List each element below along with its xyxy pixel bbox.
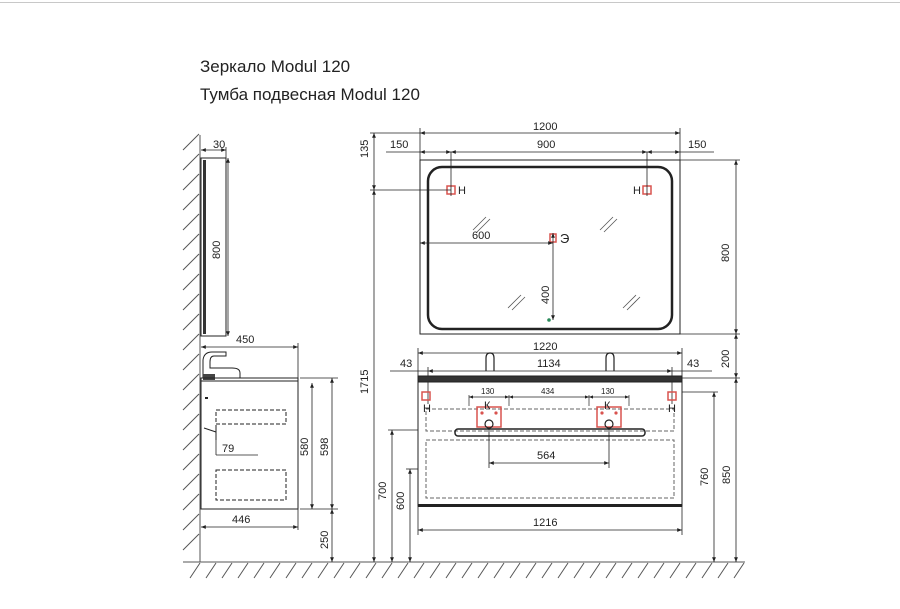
label-front-hole-spacing: 900 bbox=[537, 139, 555, 151]
dim-side-cabinet-depth-bottom bbox=[201, 509, 299, 530]
cabinet-hole-markers bbox=[421, 391, 677, 428]
label-front-pipe-right: 130 bbox=[601, 387, 615, 396]
front-mirror bbox=[419, 159, 681, 335]
label-front-mirror-top: 135 bbox=[359, 140, 371, 158]
label-front-mirror-height: 800 bbox=[720, 244, 732, 262]
label-side-cabinet-depth-top: 450 bbox=[236, 334, 254, 346]
front-faucets bbox=[485, 352, 615, 371]
side-cabinet bbox=[200, 377, 299, 510]
label-front-pipe-mid: 434 bbox=[541, 387, 555, 396]
mirror-sensor-dot bbox=[547, 318, 551, 322]
label-side-cabinet-depth-bottom: 446 bbox=[232, 514, 250, 526]
marker-cabinet-cold-left: К bbox=[484, 400, 491, 412]
marker-cabinet-hot-left: Н bbox=[423, 403, 431, 415]
label-side-drain: 79 bbox=[222, 443, 234, 455]
label-front-electric-x: 600 bbox=[472, 230, 490, 242]
dim-side-mirror-depth bbox=[201, 147, 227, 158]
mirror-hole-crosshairs bbox=[370, 152, 648, 320]
marker-mirror-hot-right: Н bbox=[633, 185, 641, 197]
label-front-hole-left: 150 bbox=[390, 139, 408, 151]
dim-front-right-heights bbox=[682, 377, 740, 562]
dim-front-cabinet-width bbox=[417, 506, 683, 535]
label-front-basin-inner: 1134 bbox=[537, 358, 561, 370]
side-mirror bbox=[200, 157, 227, 337]
marker-mirror-hot-left: Н bbox=[458, 185, 466, 197]
dim-front-mirror-height bbox=[680, 159, 740, 378]
dim-front-basin-inner bbox=[390, 367, 712, 404]
side-faucet bbox=[202, 351, 241, 380]
dim-side-heights bbox=[300, 377, 338, 562]
dim-side-cabinet-depth-top bbox=[201, 343, 299, 380]
marker-cabinet-hot-right: Н bbox=[668, 403, 676, 415]
marker-mirror-electric: Э bbox=[560, 231, 569, 246]
label-front-handle-width: 564 bbox=[537, 450, 555, 462]
label-front-basin-width: 1220 bbox=[533, 341, 557, 353]
front-basin bbox=[417, 375, 683, 383]
label-front-cabinet-width: 1216 bbox=[533, 517, 557, 529]
label-front-height-760: 760 bbox=[699, 468, 711, 486]
dim-side-drain bbox=[215, 432, 258, 456]
label-front-height-850: 850 bbox=[721, 466, 733, 484]
front-cabinet bbox=[417, 381, 683, 507]
top-divider bbox=[0, 2, 900, 3]
marker-cabinet-cold-right: К bbox=[604, 400, 611, 412]
label-front-hole-right: 150 bbox=[688, 139, 706, 151]
label-front-side-left: 43 bbox=[400, 358, 412, 370]
title-mirror: Зеркало Modul 120 bbox=[200, 57, 351, 76]
label-side-mirror-depth: 30 bbox=[213, 139, 225, 151]
dim-front-mirror-top bbox=[370, 132, 420, 190]
dim-front-handle bbox=[488, 428, 610, 468]
label-front-side-right: 43 bbox=[687, 358, 699, 370]
dim-front-pipe-spacing bbox=[468, 395, 630, 406]
label-front-height-700: 700 bbox=[377, 482, 389, 500]
dim-front-left-heights bbox=[372, 190, 418, 562]
title-cabinet: Тумба подвесная Modul 120 bbox=[200, 85, 420, 104]
label-side-mirror-height: 800 bbox=[211, 241, 223, 259]
label-front-mirror-gap: 200 bbox=[720, 350, 732, 368]
wall-hatch bbox=[182, 133, 201, 562]
label-front-height-600: 600 bbox=[395, 492, 407, 510]
label-side-cabinet-height: 580 bbox=[299, 438, 311, 456]
label-front-pipe-left: 130 bbox=[481, 387, 495, 396]
label-front-electric-height: 400 bbox=[540, 286, 552, 304]
label-front-overall-height: 1715 bbox=[359, 370, 371, 394]
label-front-mirror-width: 1200 bbox=[533, 121, 557, 133]
floor-hatch bbox=[183, 561, 745, 579]
label-side-cabinet-height-total: 598 bbox=[319, 438, 331, 456]
dim-front-basin-width bbox=[417, 348, 683, 378]
label-side-floor-gap: 250 bbox=[319, 531, 331, 549]
